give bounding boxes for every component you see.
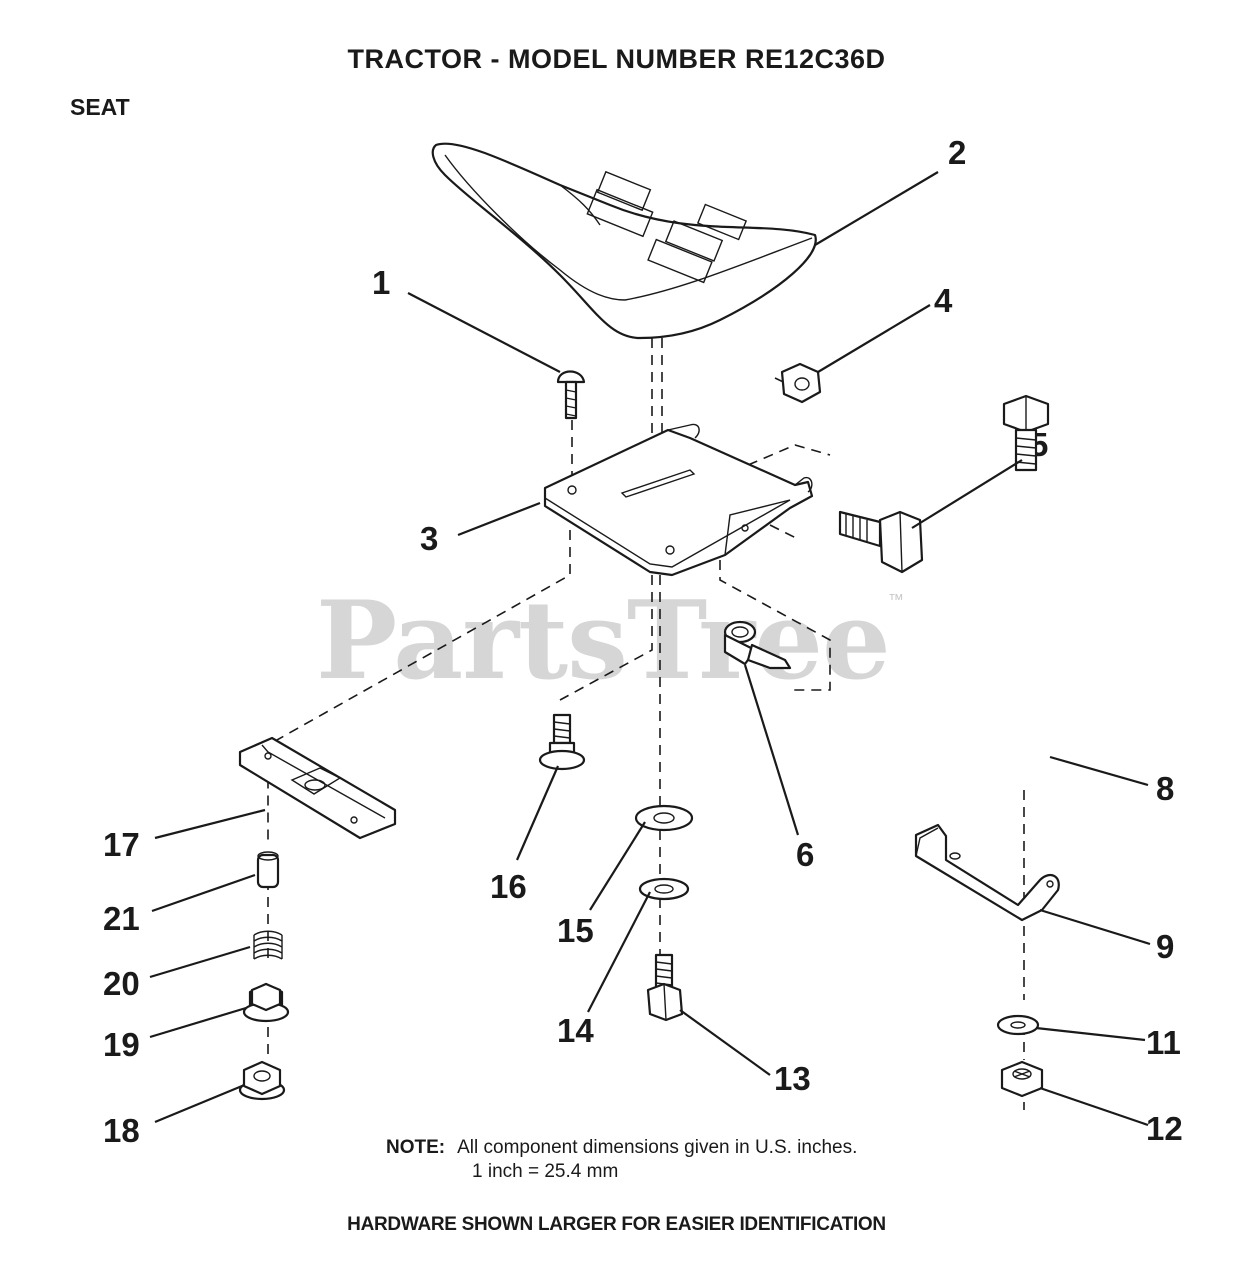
part-16-shoulder-bolt — [538, 713, 586, 771]
part-6-clip — [723, 620, 792, 670]
part-11-washer — [996, 1014, 1040, 1036]
leader-lines — [149, 171, 1151, 1127]
callout-11: 11 — [1146, 1024, 1181, 1061]
callout-20: 20 — [103, 965, 140, 1002]
callout-6: 6 — [796, 836, 815, 873]
part-21-pin — [256, 851, 280, 889]
watermark: PartsTree — [316, 578, 891, 704]
callout-3: 3 — [420, 520, 439, 557]
callout-14: 14 — [557, 1012, 594, 1049]
callout-4: 4 — [934, 282, 953, 319]
part-13-cap-screw — [646, 953, 684, 1022]
part-19-flange-nut — [242, 982, 290, 1023]
part-18-flange-nut — [238, 1060, 286, 1101]
callout-2: 2 — [948, 134, 967, 171]
dimension-note: NOTE: All component dimensions given in U… — [386, 1136, 857, 1184]
part-3-seat-pan — [543, 423, 814, 577]
section-label: SEAT — [70, 94, 130, 120]
callout-12: 12 — [1146, 1110, 1183, 1147]
callout-15: 15 — [557, 912, 594, 949]
hardware-note: HARDWARE SHOWN LARGER FOR EASIER IDENTIF… — [347, 1214, 886, 1235]
part-9-bracket — [914, 823, 1060, 922]
part-5-hex-bolt — [838, 510, 924, 574]
callout-16: 16 — [490, 868, 527, 905]
diagram-title: TRACTOR - MODEL NUMBER RE12C36D — [347, 44, 886, 74]
callout-9: 9 — [1156, 928, 1175, 965]
part-1-carriage-bolt — [556, 370, 586, 420]
part-14-washer — [638, 877, 690, 901]
part-17-slide-plate — [238, 736, 397, 840]
note-line-2: 1 inch = 25.4 mm — [472, 1161, 619, 1182]
part-2-seat — [431, 142, 817, 340]
part-15-washer — [634, 804, 694, 832]
part-8-hex-bolt — [1002, 394, 1050, 472]
callout-18: 18 — [103, 1112, 140, 1149]
callout-21: 21 — [103, 900, 140, 937]
note-line-1: All component dimensions given in U.S. i… — [457, 1137, 858, 1158]
callout-13: 13 — [774, 1060, 811, 1097]
callout-17: 17 — [103, 826, 140, 863]
note-label: NOTE: — [386, 1137, 446, 1158]
callout-8: 8 — [1156, 770, 1175, 807]
part-4-hex-nut — [780, 362, 822, 404]
part-12-lock-nut — [1000, 1060, 1044, 1098]
callout-1: 1 — [372, 264, 391, 301]
part-20-spring — [253, 930, 283, 960]
callout-19: 19 — [103, 1026, 140, 1063]
watermark-trademark: ™ — [888, 592, 904, 609]
